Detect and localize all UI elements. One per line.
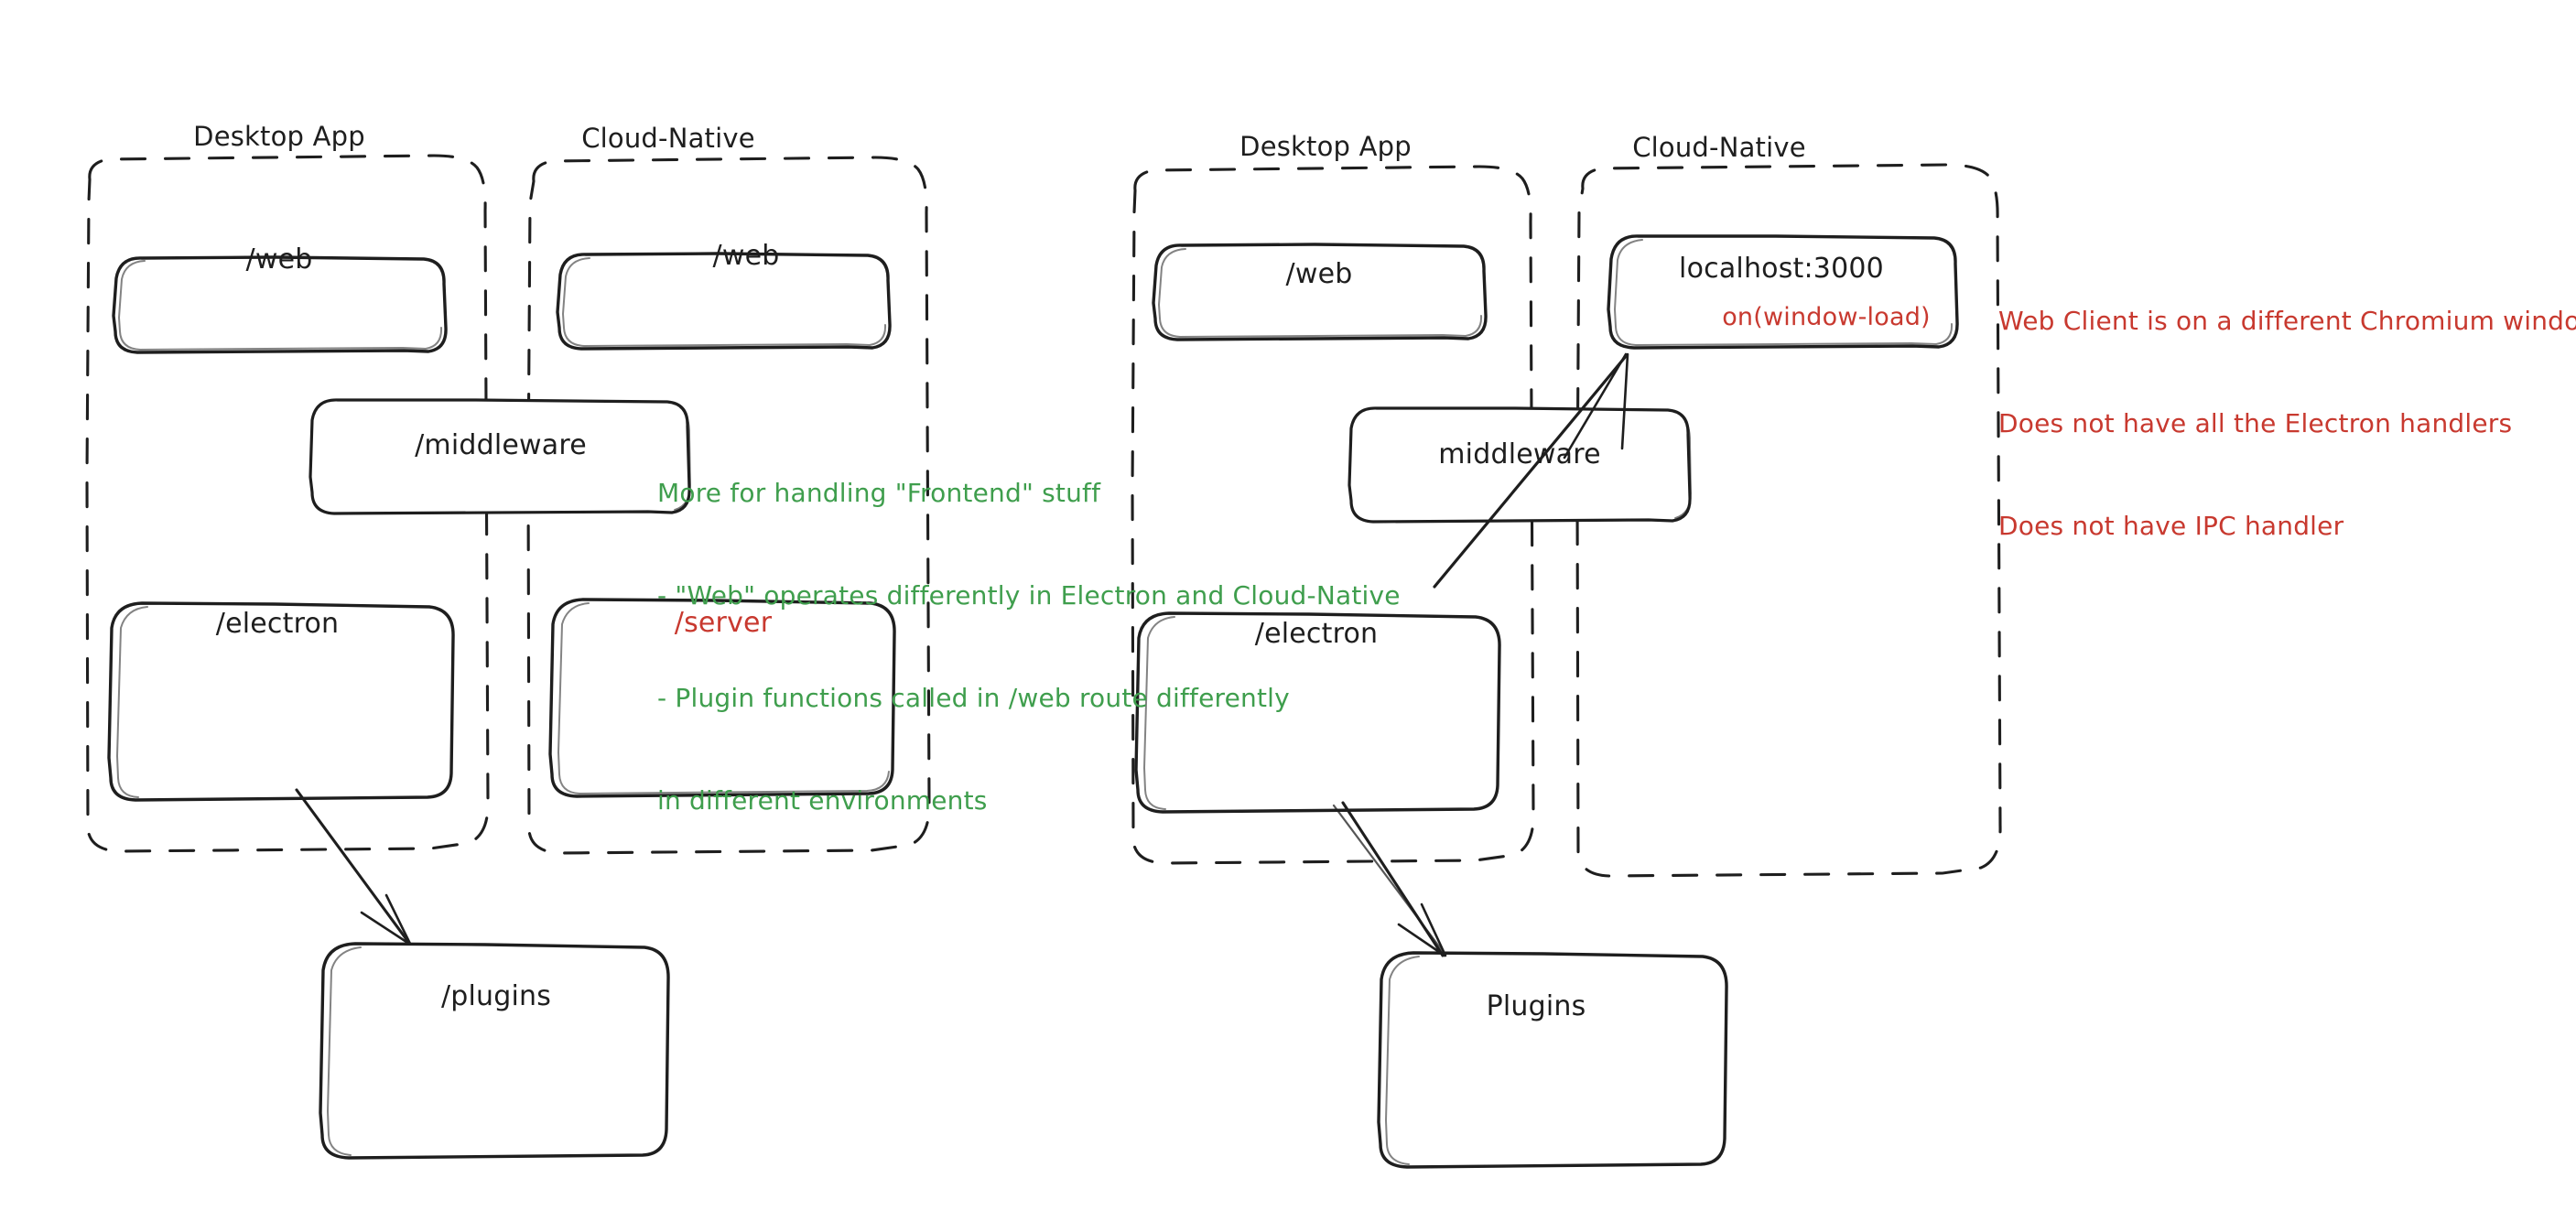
node-outline-right-desktop-web bbox=[1152, 243, 1488, 341]
node-label-right-plugins[interactable]: Plugins bbox=[1486, 990, 1586, 1022]
node-outline-right-middleware bbox=[1348, 406, 1692, 524]
annotation-web-client-note-line-2: Does not have all the Electron handlers bbox=[1998, 408, 2513, 439]
node-label-left-desktop-web[interactable]: /web bbox=[245, 243, 313, 276]
annotation-web-client-note-line-3: Does not have IPC handler bbox=[1998, 510, 2344, 541]
node-label-left-plugins[interactable]: /plugins bbox=[440, 980, 552, 1012]
node-label-left-electron[interactable]: /electron bbox=[215, 608, 340, 640]
node-label-right-desktop-web[interactable]: /web bbox=[1285, 258, 1353, 290]
annotation-frontend-note-line-2: - "Web" operates differently in Electron… bbox=[657, 580, 1401, 611]
node-outline-left-cloud-web bbox=[556, 252, 892, 351]
node-label-left-middleware[interactable]: /middleware bbox=[415, 429, 587, 461]
annotation-frontend-note: More for handling "Frontend" stuff - "We… bbox=[657, 408, 1401, 885]
group-label-left-cloud-native: Cloud-Native bbox=[581, 123, 755, 154]
node-outline-left-electron bbox=[107, 601, 455, 802]
node-label-left-server[interactable]: /server bbox=[674, 607, 773, 639]
group-outline-right-desktop-app bbox=[1131, 165, 1535, 865]
node-outline-right-electron bbox=[1134, 611, 1501, 814]
node-outline-left-plugins bbox=[319, 942, 670, 1160]
group-label-left-desktop-app: Desktop App bbox=[193, 121, 365, 152]
annotation-web-client-note-line-1: Web Client is on a different Chromium wi… bbox=[1998, 306, 2576, 337]
arrow-right-electron-to-localhost bbox=[1433, 352, 1629, 589]
annotation-frontend-note-line-1: More for handling "Frontend" stuff bbox=[657, 478, 1101, 509]
node-label-right-electron[interactable]: /electron bbox=[1254, 618, 1379, 650]
node-outline-left-desktop-web bbox=[112, 255, 448, 354]
annotation-frontend-note-line-3: - Plugin functions called in /web route … bbox=[657, 682, 1290, 713]
node-label-left-cloud-web[interactable]: /web bbox=[712, 240, 780, 272]
group-outline-right-cloud-native bbox=[1575, 163, 2002, 878]
arrow-right-electron-to-plugins bbox=[1332, 801, 1447, 957]
node-outline-right-plugins bbox=[1377, 951, 1728, 1169]
group-outline-left-desktop-app bbox=[85, 154, 490, 853]
node-outline-right-localhost bbox=[1607, 234, 1959, 350]
group-label-right-cloud-native: Cloud-Native bbox=[1632, 132, 1806, 163]
node-outline-left-server bbox=[548, 598, 896, 798]
annotation-frontend-note-line-4: in different environments bbox=[657, 784, 988, 816]
node-sublabel-right-localhost: on(window-load) bbox=[1722, 303, 1931, 331]
group-label-right-desktop-app: Desktop App bbox=[1239, 131, 1412, 162]
arrow-left-electron-to-plugins bbox=[295, 788, 412, 946]
annotation-web-client-note: Web Client is on a different Chromium wi… bbox=[1998, 236, 2576, 611]
group-outline-left-cloud-native bbox=[526, 156, 931, 855]
node-label-right-localhost[interactable]: localhost:3000 bbox=[1679, 253, 1884, 285]
node-outline-left-middleware bbox=[308, 398, 691, 515]
node-label-right-middleware[interactable]: middleware bbox=[1438, 438, 1601, 470]
